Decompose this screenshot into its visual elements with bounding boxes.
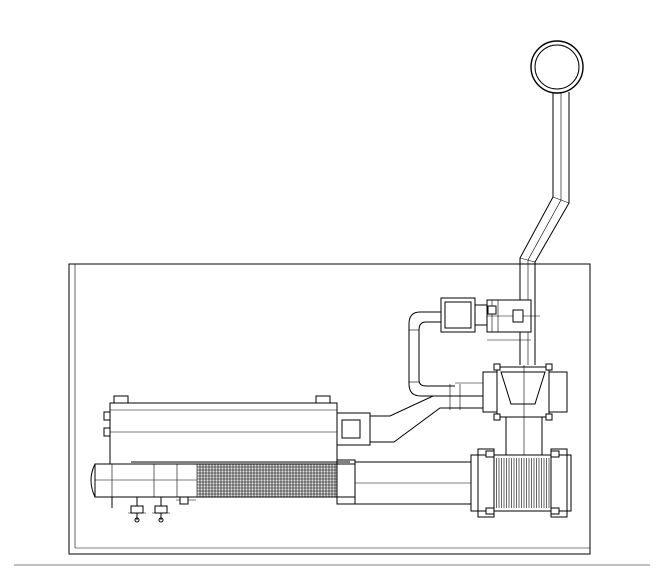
- exchanger-duct: [355, 462, 471, 504]
- hot-air-duct: [409, 312, 455, 396]
- fan-unit: [441, 298, 540, 340]
- enclosure-outline: [14, 264, 650, 565]
- heat-exchanger: [471, 449, 571, 517]
- boiler-drum: [104, 396, 337, 464]
- fire-tube-bundle: [91, 460, 355, 508]
- flue-duct: [337, 383, 483, 445]
- valve-cluster: [128, 497, 196, 522]
- chimney-cap: [531, 41, 583, 93]
- cyclone-separator: [483, 364, 567, 459]
